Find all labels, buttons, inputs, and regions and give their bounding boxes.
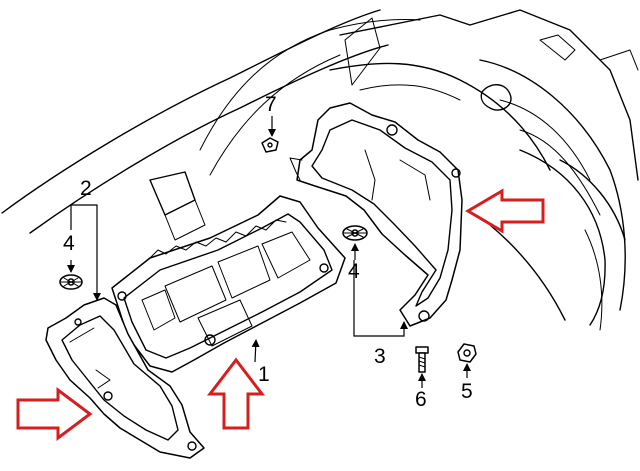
callout-labels: 1 2 3 4 4 5 6 7	[63, 93, 473, 411]
leader-lines	[67, 116, 471, 388]
red-arrow-left	[16, 387, 93, 441]
callout-7: 7	[265, 93, 277, 116]
part-2-left-shield	[45, 297, 205, 459]
part-3-right-shield	[289, 102, 463, 327]
highlight-arrows	[16, 188, 545, 441]
callout-4-right: 4	[348, 260, 360, 283]
callout-5: 5	[461, 380, 473, 403]
vehicle-body-outline	[1, 9, 639, 331]
callout-2: 2	[80, 177, 92, 200]
part-5-nut	[457, 343, 477, 363]
part-7-clip	[261, 137, 279, 153]
part-4-clip-left	[59, 274, 83, 290]
part-1-lower-shield	[111, 195, 346, 373]
part-6-bolt	[415, 346, 429, 373]
callout-1: 1	[258, 363, 270, 386]
red-arrow-right	[465, 188, 545, 234]
red-arrow-up	[206, 357, 266, 430]
callout-6: 6	[415, 388, 427, 411]
callout-3: 3	[374, 345, 386, 368]
part-4-clip-right	[342, 225, 368, 241]
callout-4-left: 4	[63, 232, 75, 255]
